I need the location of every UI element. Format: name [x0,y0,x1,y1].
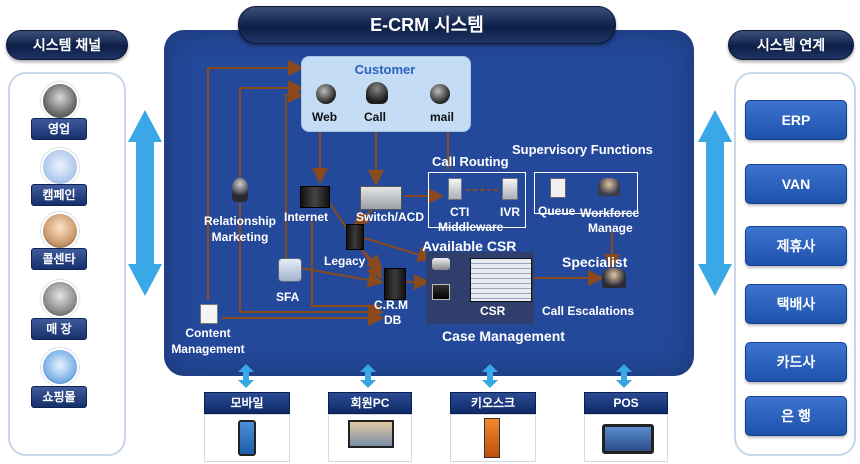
van-button[interactable]: VAN [745,164,847,204]
call-escalations-label: Call Escalations [542,304,635,318]
device-label-mobile[interactable]: 모바일 [204,392,290,414]
device-label-pc[interactable]: 회원PC [328,392,412,414]
desktop-pc-icon [348,420,394,448]
online-mall-icon [41,348,79,386]
sfa-label: SFA [276,290,300,304]
pos-terminal-icon [602,424,654,454]
workforce-label: Workforce [580,206,640,220]
right-cyan-double-arrow [698,110,732,296]
content-label: Content [185,326,231,340]
specialist-title: Specialist [562,254,628,270]
kiosk-icon [484,418,500,458]
case-management-label: Case Management [442,328,565,344]
crm-label: C.R.M [374,298,408,312]
csr-label: CSR [480,304,506,318]
supervisory-title: Supervisory Functions [512,142,653,157]
legacy-label: Legacy [324,254,366,268]
device-label-kiosk[interactable]: 키오스크 [450,392,536,414]
channels-header: 시스템 채널 [6,30,128,60]
management-label: Management [171,342,245,356]
integration-header: 시스템 연계 [728,30,854,60]
crm-db-server-icon [384,268,406,300]
customer-mail-label: mail [430,110,455,124]
internet-server-icon [300,186,330,208]
queue-label: Queue [538,204,576,218]
specialist-people-icon [602,268,626,288]
relationship-marketing-person-icon [232,178,248,202]
middleware-label: Middleware [438,220,504,234]
erp-button[interactable]: ERP [745,100,847,140]
content-management-document-icon [200,304,218,324]
call-routing-title: Call Routing [432,154,509,169]
ivr-server-icon [502,178,518,200]
relationship-label: Relationship [203,214,276,228]
csr-screen-icon [470,258,532,302]
courier-button[interactable]: 택배사 [745,284,847,324]
mail-globe-icon [430,84,450,104]
phone-icon [432,258,450,270]
customer-call-label: Call [364,110,387,124]
customer-web-label: Web [312,110,338,124]
queue-clipboard-icon [550,178,566,198]
channel-label-campaign[interactable]: 캠페인 [31,184,87,206]
manage-label: Manage [588,221,633,235]
left-cyan-double-arrow [128,110,162,296]
mobile-phone-icon [238,420,256,456]
call-person-icon [366,82,388,104]
switch-acd-label: Switch/ACD [356,210,425,224]
cti-label: CTI [450,205,470,219]
web-globe-icon [316,84,336,104]
computer-icon [432,284,450,300]
supervisory-box [534,172,638,214]
ivr-label: IVR [500,205,521,219]
channel-label-sales[interactable]: 영업 [31,118,87,140]
page-title: E-CRM 시스템 [238,6,616,44]
channel-label-callcenter[interactable]: 콜센타 [31,248,87,270]
available-csr-title: Available CSR [422,238,517,254]
store-icon [41,280,79,318]
switch-acd-icon [360,186,402,210]
channel-label-store[interactable]: 매 장 [31,318,87,340]
customer-title: Customer [354,62,416,77]
partner-button[interactable]: 제휴사 [745,226,847,266]
cti-server-icon [448,178,462,200]
internet-label: Internet [284,210,329,224]
db-label: DB [384,313,402,327]
marketing-label: Marketing [211,230,269,244]
legacy-server-icon [346,224,364,250]
call-routing-box [428,172,526,228]
workforce-people-icon [598,178,620,196]
channel-label-mall[interactable]: 쇼핑몰 [31,386,87,408]
sfa-pda-icon [278,258,302,282]
bank-button[interactable]: 은 행 [745,396,847,436]
device-label-pos[interactable]: POS [584,392,668,414]
sales-person-icon [41,82,79,120]
card-company-button[interactable]: 카드사 [745,342,847,382]
